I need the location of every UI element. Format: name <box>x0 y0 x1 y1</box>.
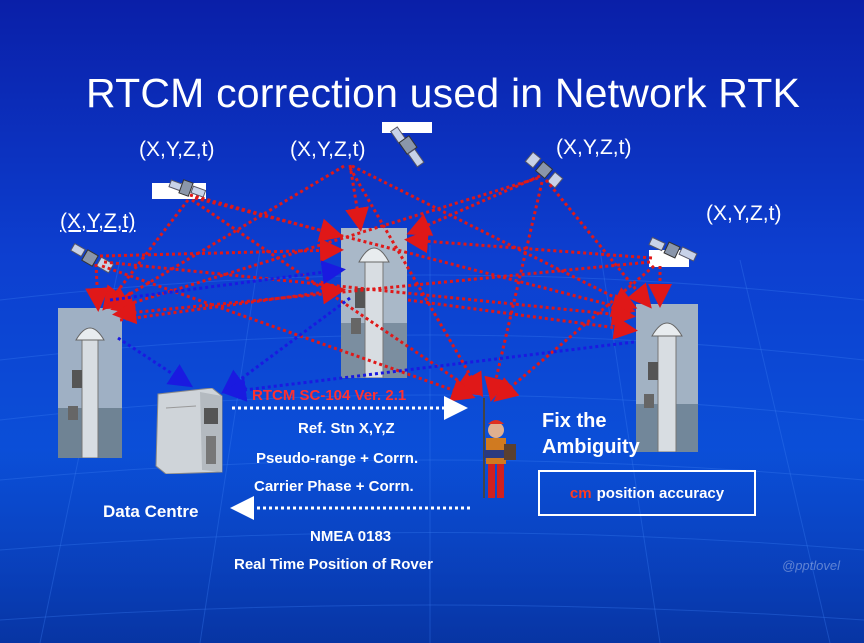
accuracy-box: cm position accuracy <box>538 470 756 516</box>
fix-line-1: Fix the <box>542 410 607 432</box>
satellite-icon <box>524 151 564 189</box>
data-centre-label: Data Centre <box>103 502 199 521</box>
satellite-icon <box>390 126 425 168</box>
rover-surveyor-icon <box>483 398 516 498</box>
reference-station-icon <box>341 228 407 378</box>
nmea-label: NMEA 0183 <box>310 528 392 545</box>
accuracy-text: position accuracy <box>596 484 725 502</box>
pseudo-range-label: Pseudo-range + Corrn. <box>256 450 419 467</box>
satellite-coord-label-5: (X,Y,Z,t) <box>60 210 136 233</box>
rover-position-label: Real Time Position of Rover <box>234 556 433 573</box>
rtcm-label: RTCM SC-104 Ver. 2.1 <box>252 387 407 404</box>
carrier-phase-label: Carrier Phase + Corrn. <box>254 478 414 495</box>
reference-station-icon <box>58 308 122 458</box>
fix-line-2: Ambiguity <box>542 436 640 458</box>
fix-ambiguity-label: Fix the Ambiguity <box>542 408 640 460</box>
label-bar <box>382 122 432 133</box>
ref-station-label: Ref. Stn X,Y,Z <box>298 420 395 437</box>
satellite-icon <box>648 236 698 262</box>
watermark: @pptlovel <box>782 558 841 573</box>
reference-station-icon <box>636 304 698 452</box>
slide-title: RTCM correction used in Network RTK <box>86 70 801 116</box>
satellite-coord-label-4: (X,Y,Z,t) <box>706 202 782 225</box>
satellite-icon <box>168 179 207 198</box>
satellite-coord-label-2: (X,Y,Z,t) <box>290 138 366 161</box>
accuracy-unit: cm <box>569 484 592 502</box>
satellite-coord-label-3: (X,Y,Z,t) <box>556 136 632 159</box>
server-icon <box>155 388 223 474</box>
satellite-coord-label-1: (X,Y,Z,t) <box>139 138 215 161</box>
